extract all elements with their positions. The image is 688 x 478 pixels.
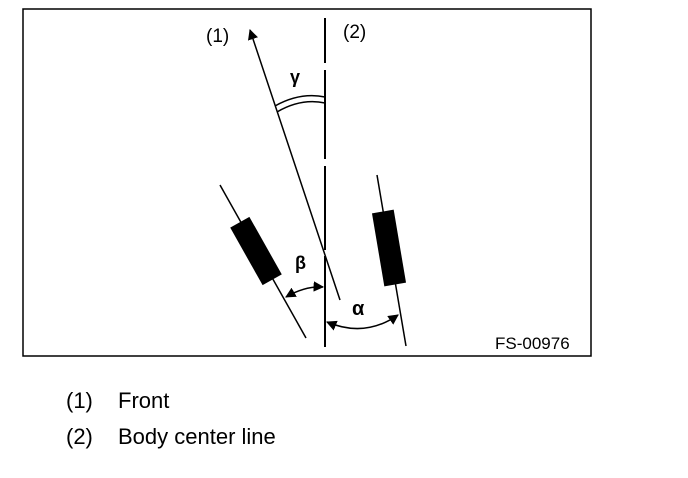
- figure-code: FS-00976: [495, 334, 570, 353]
- legend-text: Body center line: [118, 424, 276, 449]
- legend-text: Front: [118, 388, 170, 413]
- front-direction-arrow: [248, 29, 341, 301]
- beta-label: β: [295, 253, 306, 273]
- legend-item-front: (1) Front: [66, 388, 169, 414]
- center-marker-label: (2): [343, 22, 366, 43]
- left-wheel: [230, 216, 282, 286]
- gamma-label: γ: [290, 67, 300, 87]
- legend-item-body-center-line: (2) Body center line: [66, 424, 276, 450]
- legend-number: (2): [66, 424, 93, 449]
- alpha-angle-arc: [326, 314, 399, 331]
- beta-angle-arc: [285, 281, 325, 298]
- right-wheel: [371, 209, 407, 287]
- alpha-label: α: [352, 298, 365, 320]
- gamma-angle-arc: [274, 94, 326, 113]
- legend-number: (1): [66, 388, 93, 413]
- diagram-frame: [22, 8, 592, 357]
- front-marker-label: (1): [206, 26, 229, 47]
